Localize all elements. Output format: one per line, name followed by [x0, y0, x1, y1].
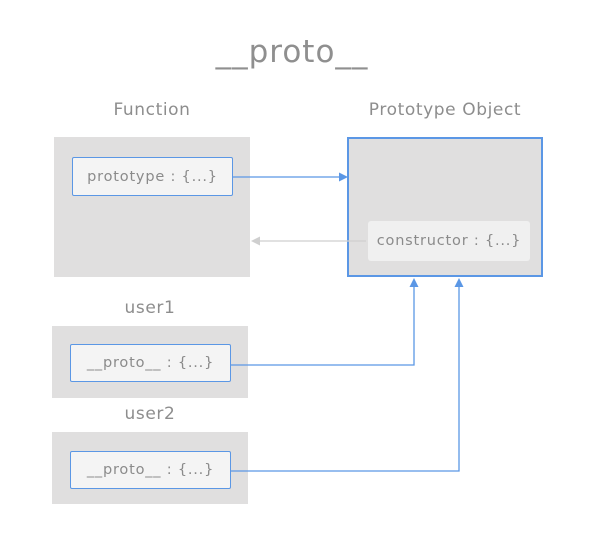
user1-box: __proto__ : {...} [52, 326, 248, 398]
prototype-arrowhead [339, 172, 348, 182]
prototype-object-label: Prototype Object [368, 100, 522, 120]
user2-proto-arrowhead [454, 278, 464, 287]
user2-box: __proto__ : {...} [52, 432, 248, 504]
user2-proto-field: __proto__ : {...} [70, 451, 231, 489]
user1-proto-arrowhead [409, 278, 419, 287]
prototype-object-box: constructor : {...} [347, 137, 543, 277]
user1-proto-arrow-line [230, 286, 415, 366]
constructor-field: constructor : {...} [368, 221, 530, 261]
function-label: Function [113, 100, 191, 120]
prototype-field: prototype : {...} [72, 157, 233, 196]
user1-label: user1 [124, 298, 176, 318]
constructor-arrowhead [251, 236, 260, 246]
function-box: prototype : {...} [54, 137, 250, 277]
user2-proto-arrow-line [230, 286, 460, 472]
user1-proto-field: __proto__ : {...} [70, 344, 231, 382]
diagram-title: __proto__ [215, 34, 369, 70]
user2-label: user2 [124, 404, 176, 424]
